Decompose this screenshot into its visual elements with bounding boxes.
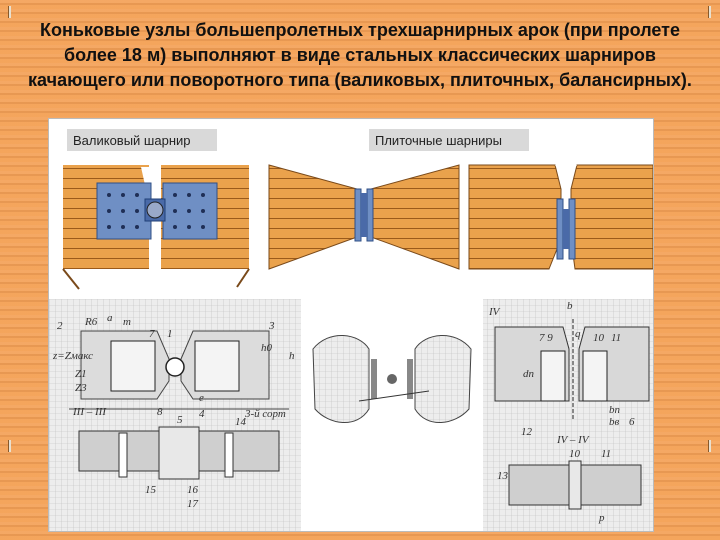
svg-text:16: 16 — [187, 484, 199, 496]
svg-text:Валиковый шарнир: Валиковый шарнир — [73, 133, 191, 148]
svg-text:2: 2 — [57, 320, 63, 332]
svg-text:III – III: III – III — [72, 406, 107, 418]
svg-text:4: 4 — [199, 408, 205, 420]
svg-text:15: 15 — [145, 484, 157, 496]
svg-text:Z3: Z3 — [75, 382, 87, 394]
plate-hinge-render-1 — [268, 164, 460, 270]
svg-text:7 9: 7 9 — [539, 332, 553, 344]
svg-text:8: 8 — [157, 406, 163, 418]
svg-text:R6: R6 — [84, 316, 98, 328]
svg-text:6: 6 — [629, 416, 635, 428]
corner-mark-top-right — [708, 6, 711, 18]
svg-text:b: b — [567, 300, 573, 312]
svg-text:Z1: Z1 — [75, 368, 87, 380]
svg-text:bп: bп — [609, 404, 621, 416]
svg-text:bв: bв — [609, 416, 620, 428]
svg-text:14: 14 — [235, 416, 247, 428]
svg-text:1: 1 — [167, 328, 173, 340]
svg-text:13: 13 — [497, 470, 509, 482]
plate-hinge-render-2 — [468, 164, 653, 270]
svg-text:IV: IV — [488, 306, 501, 318]
corner-mark-bottom-right — [708, 440, 711, 452]
svg-text:a: a — [107, 312, 113, 324]
slide-title: Коньковые узлы большепролетных трехшарни… — [28, 20, 692, 90]
label-plate-hinges: Плиточные шарниры — [369, 129, 529, 151]
svg-text:11: 11 — [601, 448, 611, 460]
hinge-figure: Валиковый шарнир Плиточные шарниры — [48, 118, 654, 532]
svg-text:dп: dп — [523, 368, 535, 380]
corner-mark-top-left — [8, 6, 11, 18]
svg-text:3-й сорт: 3-й сорт — [244, 408, 286, 420]
svg-text:m: m — [123, 316, 131, 328]
svg-text:z=Zмакс: z=Zмакс — [52, 350, 93, 362]
svg-text:h0: h0 — [261, 342, 273, 354]
svg-text:р: р — [598, 512, 605, 524]
corner-mark-bottom-left — [8, 440, 11, 452]
label-roller-hinge: Валиковый шарнир — [67, 129, 217, 151]
svg-text:q: q — [575, 328, 581, 340]
svg-text:11: 11 — [611, 332, 621, 344]
svg-text:Плиточные шарниры: Плиточные шарниры — [375, 133, 502, 148]
svg-text:7: 7 — [149, 328, 155, 340]
svg-text:3: 3 — [268, 320, 275, 332]
svg-text:h: h — [289, 350, 295, 362]
svg-text:e: e — [199, 392, 204, 404]
svg-text:IV – IV: IV – IV — [556, 434, 590, 446]
svg-text:17: 17 — [187, 498, 199, 510]
roller-hinge-render — [62, 165, 250, 290]
svg-text:12: 12 — [521, 426, 533, 438]
svg-text:10: 10 — [593, 332, 605, 344]
svg-text:5: 5 — [177, 414, 183, 426]
balancer-hinge-sketch — [303, 299, 481, 531]
roller-hinge-drawing: R6 a m 7 1 2 z=Zмакс Z1 Z3 8 h h0 3 4 e … — [49, 299, 301, 531]
svg-text:10: 10 — [569, 448, 581, 460]
plate-hinge-drawing: IV b 7 9 q 10 11 dп bп bв 12 IV – IV 13 … — [483, 299, 653, 531]
